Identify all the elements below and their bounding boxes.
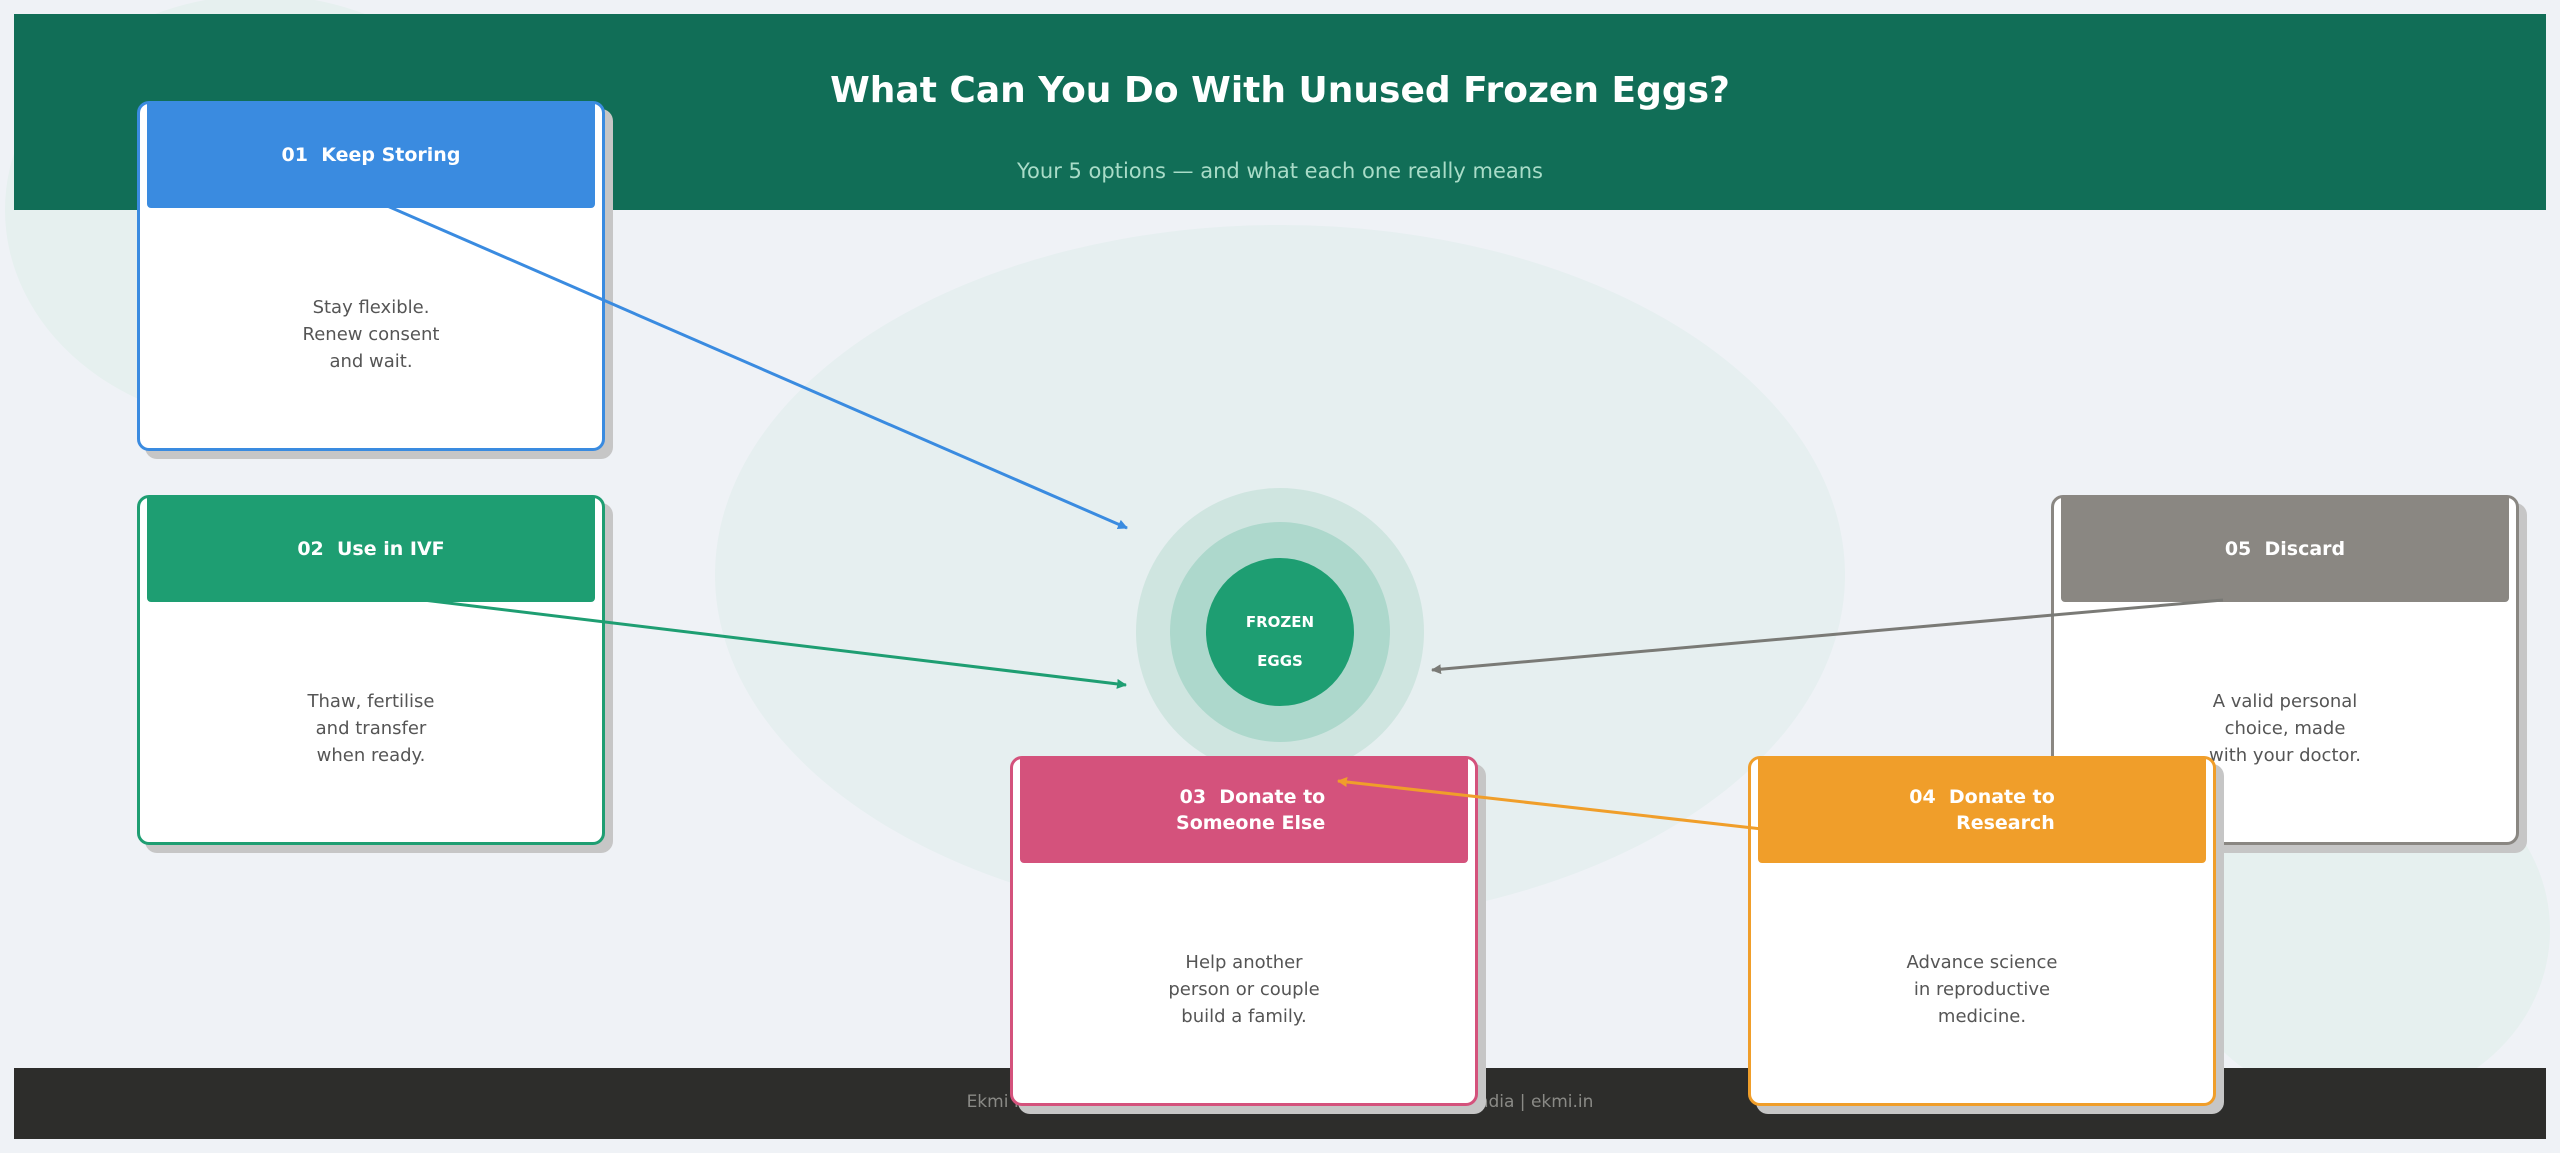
- option-title: 02 Use in IVF: [297, 538, 445, 561]
- center-label-line2: EGGS: [1257, 652, 1303, 670]
- option-header-donate-someone: 03 Donate to Someone Else: [1020, 759, 1468, 863]
- page-subtitle: Your 5 options — and what each one reall…: [1017, 159, 1543, 183]
- option-card-donate-someone: 03 Donate to Someone Else Help another p…: [1010, 756, 1478, 1106]
- option-title: 01 Keep Storing: [281, 144, 461, 167]
- page-title: What Can You Do With Unused Frozen Eggs?: [830, 70, 1730, 111]
- center-node: [1206, 558, 1354, 706]
- option-header-donate-research: 04 Donate to Research: [1758, 759, 2206, 863]
- center-label-line1: FROZEN: [1245, 613, 1315, 631]
- option-description: Thaw, fertilise and transfer when ready.: [307, 691, 435, 766]
- option-description: Advance science in reproductive medicine…: [1906, 952, 2058, 1027]
- option-description: A valid personal choice, made with your …: [2209, 691, 2361, 766]
- option-header-keep-storing: 01 Keep Storing: [147, 104, 595, 208]
- option-title: 05 Discard: [2224, 538, 2346, 561]
- option-card-donate-research: 04 Donate to Research Advance science in…: [1748, 756, 2216, 1106]
- option-header-discard: 05 Discard: [2061, 498, 2509, 602]
- option-header-use-in-ivf: 02 Use in IVF: [147, 498, 595, 602]
- option-title: 03 Donate to Someone Else: [1176, 786, 1326, 834]
- option-card-use-in-ivf: 02 Use in IVF Thaw, fertilise and transf…: [137, 495, 605, 845]
- option-description: Stay flexible. Renew consent and wait.: [302, 297, 440, 372]
- option-description: Help another person or couple build a fa…: [1168, 952, 1320, 1027]
- header-banner: What Can You Do With Unused Frozen Eggs?…: [14, 14, 2546, 210]
- option-card-keep-storing: 01 Keep Storing Stay flexible. Renew con…: [137, 101, 605, 451]
- option-title: 04 Donate to Research: [1909, 786, 2055, 834]
